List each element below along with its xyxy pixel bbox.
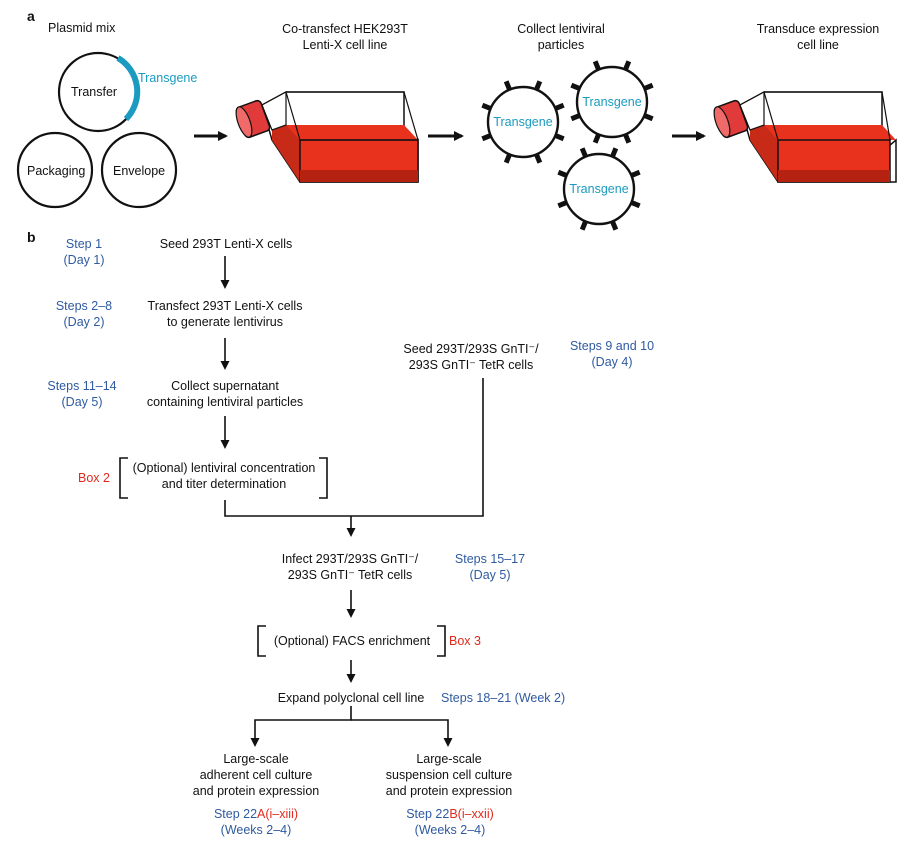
expand-polyclonal: Expand polyclonal cell line [277, 691, 425, 705]
optional-facs: (Optional) FACS enrichment [273, 634, 431, 648]
virus-particle-icon [481, 80, 565, 164]
seed-gnti-cells: Seed 293T/293S GnTI⁻/293S GnTI⁻ TetR cel… [403, 342, 539, 372]
steps-18-21-label: Steps 18–21 (Week 2) [441, 691, 566, 705]
plasmid-envelope [100, 131, 178, 209]
infect-cells: Infect 293T/293S GnTI⁻/293S GnTI⁻ TetR c… [281, 552, 419, 582]
box3-label: Box 3 [449, 634, 481, 648]
packaging-label: Packaging [27, 164, 86, 178]
panel-b-label: b [27, 229, 36, 245]
step1-label: Step 1(Day 1) [63, 237, 105, 267]
box2-label: Box 2 [78, 471, 110, 485]
flask-icon-2 [713, 90, 897, 183]
step-22b-label: Step 22B(i–xxii) (Weeks 2–4) [406, 807, 494, 837]
steps-2-8-label: Steps 2–8(Day 2) [55, 299, 113, 329]
plasmid-mix-title: Plasmid mix [48, 21, 116, 35]
particle-label-2: Transgene [582, 95, 642, 109]
virus-particle-icon [570, 60, 654, 144]
particle-label-1: Transgene [493, 115, 553, 129]
transgene-label: Transgene [138, 71, 198, 85]
plasmid-packaging [16, 131, 94, 209]
steps-15-17-label: Steps 15–17(Day 5) [454, 552, 526, 582]
virus-particle-icon [557, 147, 641, 231]
transfer-label: Transfer [71, 85, 118, 99]
lentiviral-particles [481, 60, 654, 231]
envelope-label: Envelope [113, 164, 166, 178]
panel-a-label: a [27, 8, 35, 24]
plasmid-transfer [57, 51, 141, 133]
particle-label-3: Transgene [569, 182, 629, 196]
steps-11-14-label: Steps 11–14(Day 5) [47, 379, 117, 409]
panel-b-flow-lines [119, 256, 484, 747]
step-22a-label: Step 22A(i–xiii) (Weeks 2–4) [213, 807, 299, 837]
seed-lentix: Seed 293T Lenti-X cells [159, 237, 293, 251]
flask-icon [235, 90, 419, 183]
steps-9-10-label: Steps 9 and 10(Day 4) [569, 339, 655, 369]
